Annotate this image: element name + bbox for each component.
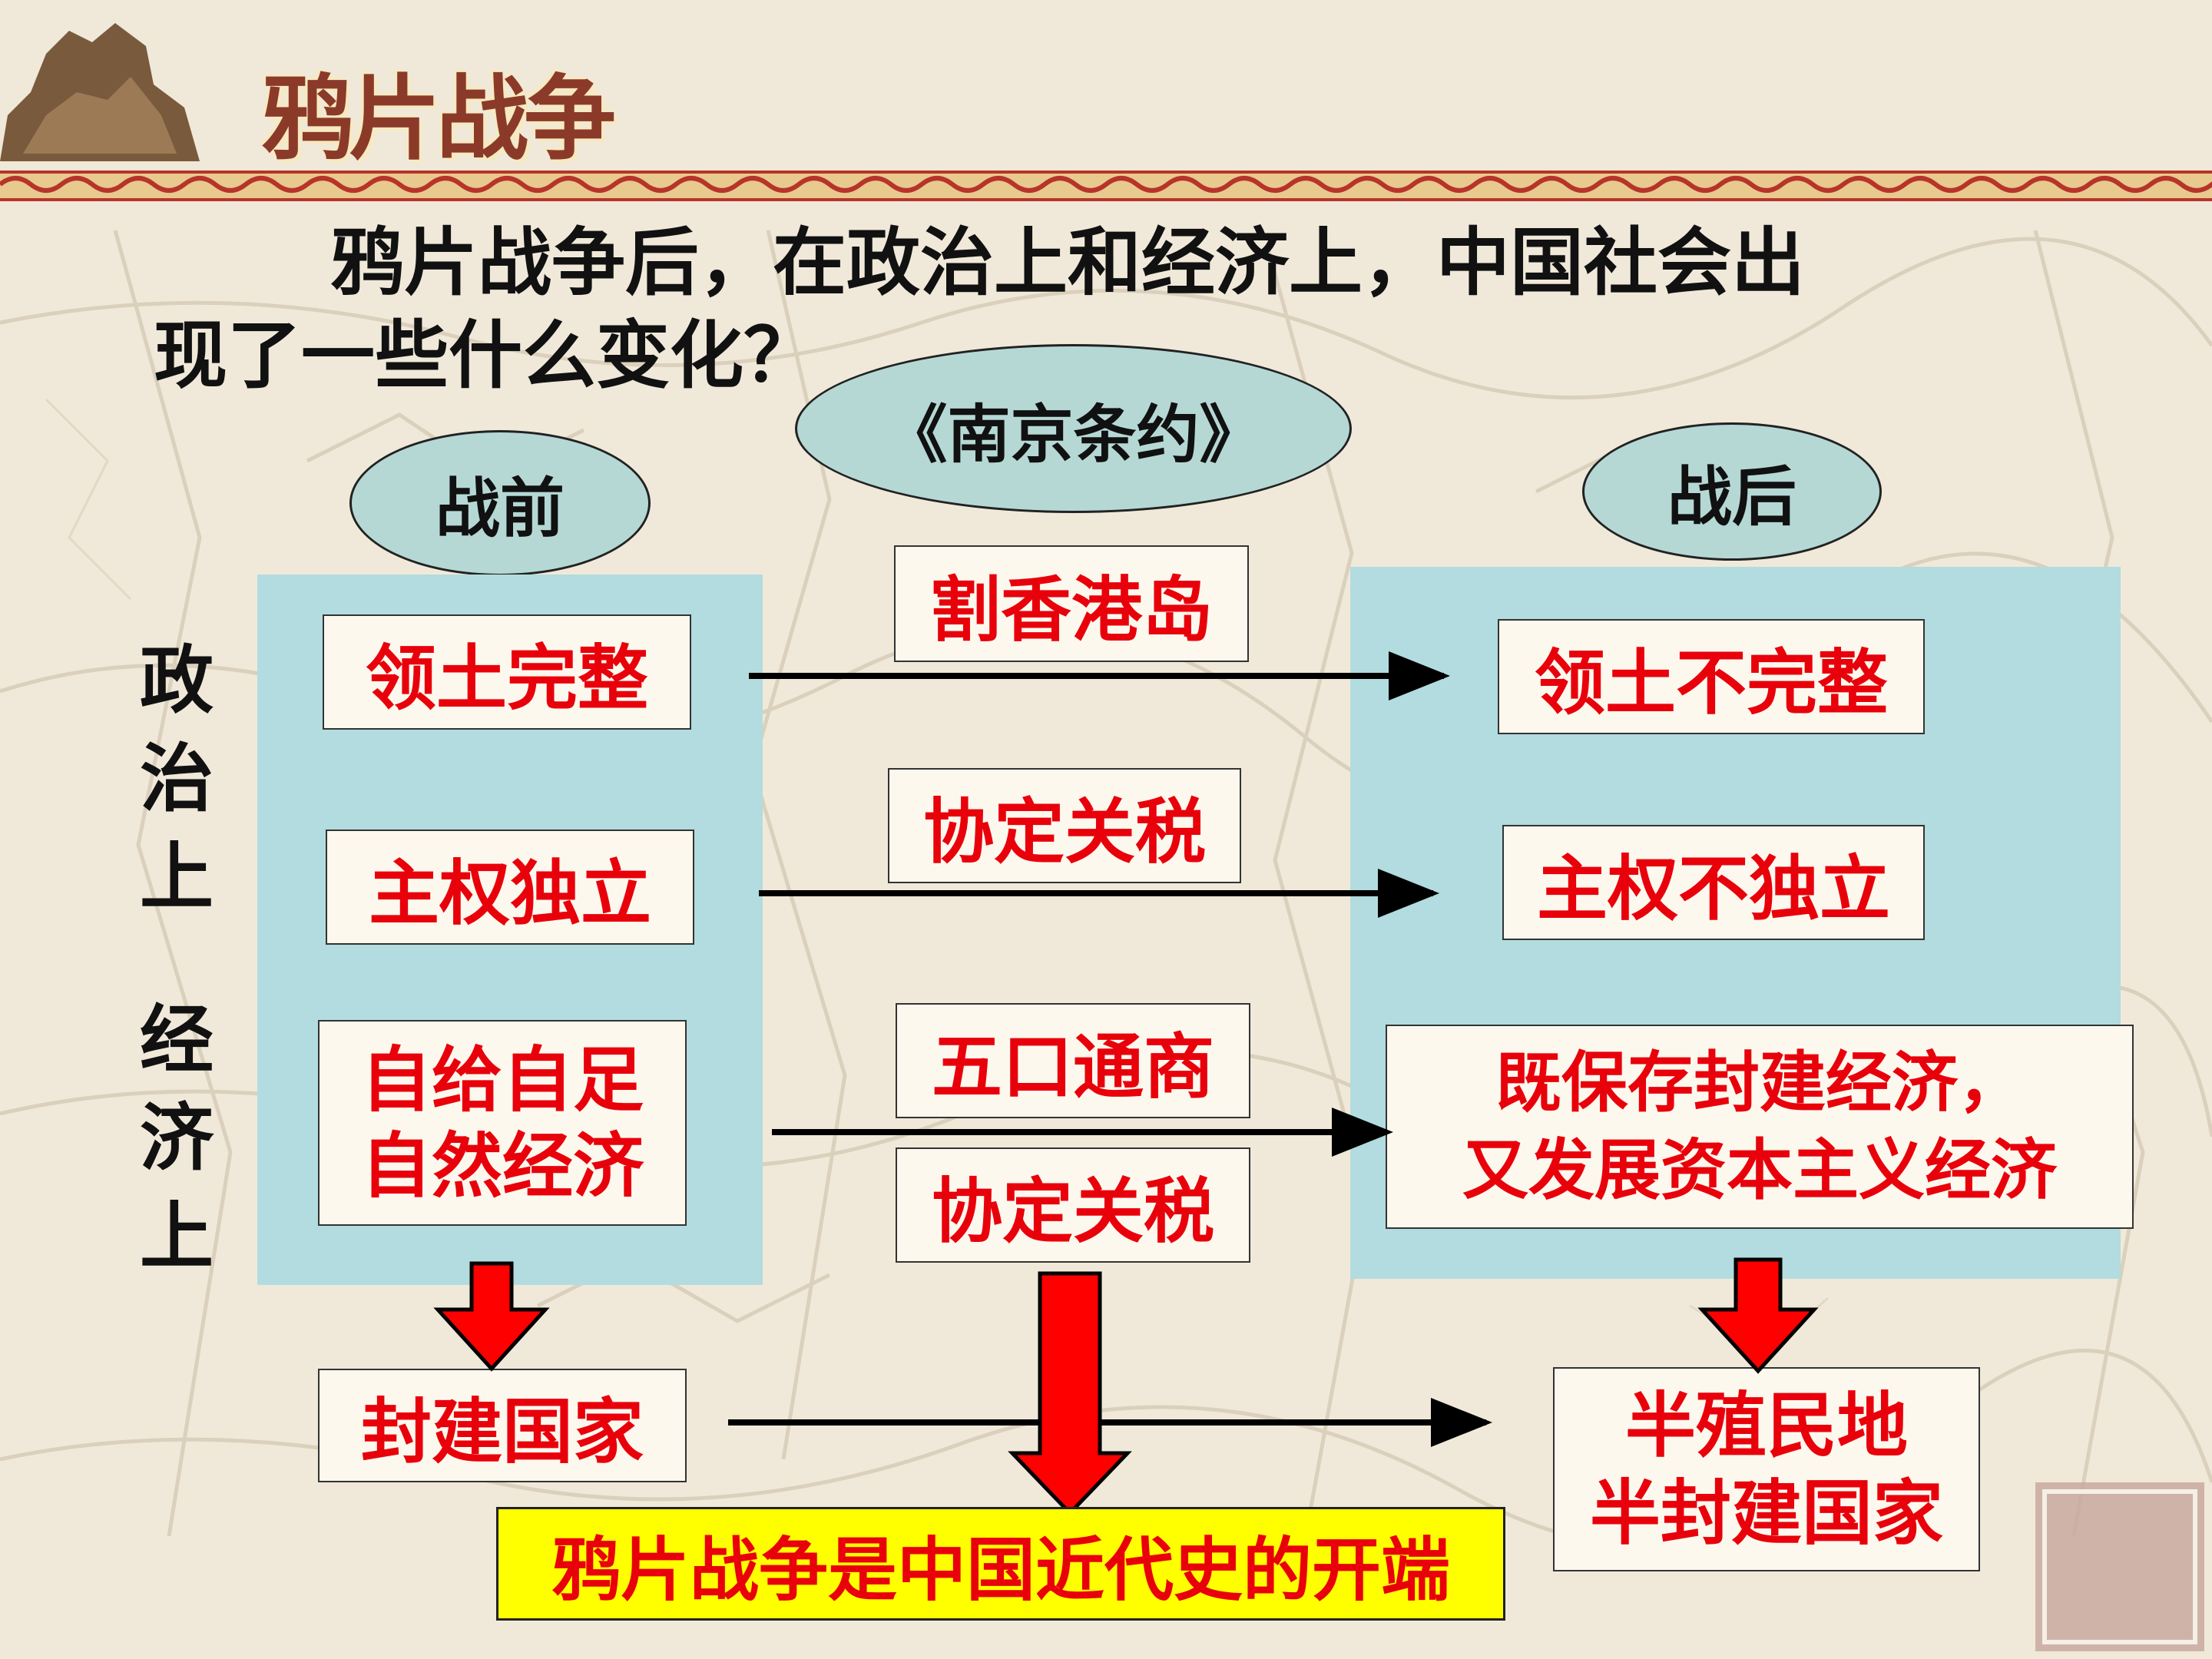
after-economy-box: 既保存封建经济， 又发展资本主义经济 (1386, 1025, 2134, 1229)
before-sovereignty-box: 主权独立 (326, 830, 694, 945)
question-line-2: 现了一些什么变化？ (154, 313, 817, 399)
treaty-ellipse: 《南京条约》 (795, 344, 1352, 513)
seal-stamp (2035, 1482, 2204, 1651)
red-arrow-center (1008, 1271, 1132, 1516)
before-state-box: 封建国家 (318, 1369, 687, 1482)
before-label: 战前 (435, 469, 565, 546)
red-arrow-before (433, 1261, 550, 1372)
header-title: 鸦片战争 (261, 65, 616, 173)
conclusion-box: 鸦片战争是中国近代史的开端 (496, 1507, 1505, 1621)
question-line-1: 鸦片战争后，在政治上和经济上，中国社会出 (330, 220, 1805, 306)
before-economy-box: 自给自足 自然经济 (318, 1020, 687, 1226)
before-territory-box: 领土完整 (323, 614, 691, 730)
after-territory-box: 领土不完整 (1498, 619, 1925, 734)
treaty-label: 《南京条约》 (884, 397, 1263, 472)
term-hongkong-box: 割香港岛 (894, 545, 1249, 662)
term-tariff-box-2: 协定关税 (896, 1147, 1250, 1263)
before-ellipse: 战前 (349, 430, 651, 576)
term-tariff-box-1: 协定关税 (888, 768, 1241, 883)
after-sovereignty-box: 主权不独立 (1502, 825, 1925, 940)
term-ports-box: 五口通商 (896, 1003, 1250, 1118)
politics-side-label: 政 治 上 (140, 637, 214, 920)
after-ellipse: 战后 (1582, 422, 1882, 561)
red-arrow-after (1697, 1257, 1819, 1374)
after-state-box: 半殖民地 半封建国家 (1553, 1367, 1980, 1571)
economy-side-label: 经 济 上 (140, 996, 214, 1280)
conclusion-text: 鸦片战争是中国近代史的开端 (551, 1529, 1450, 1611)
after-label: 战后 (1667, 458, 1796, 535)
